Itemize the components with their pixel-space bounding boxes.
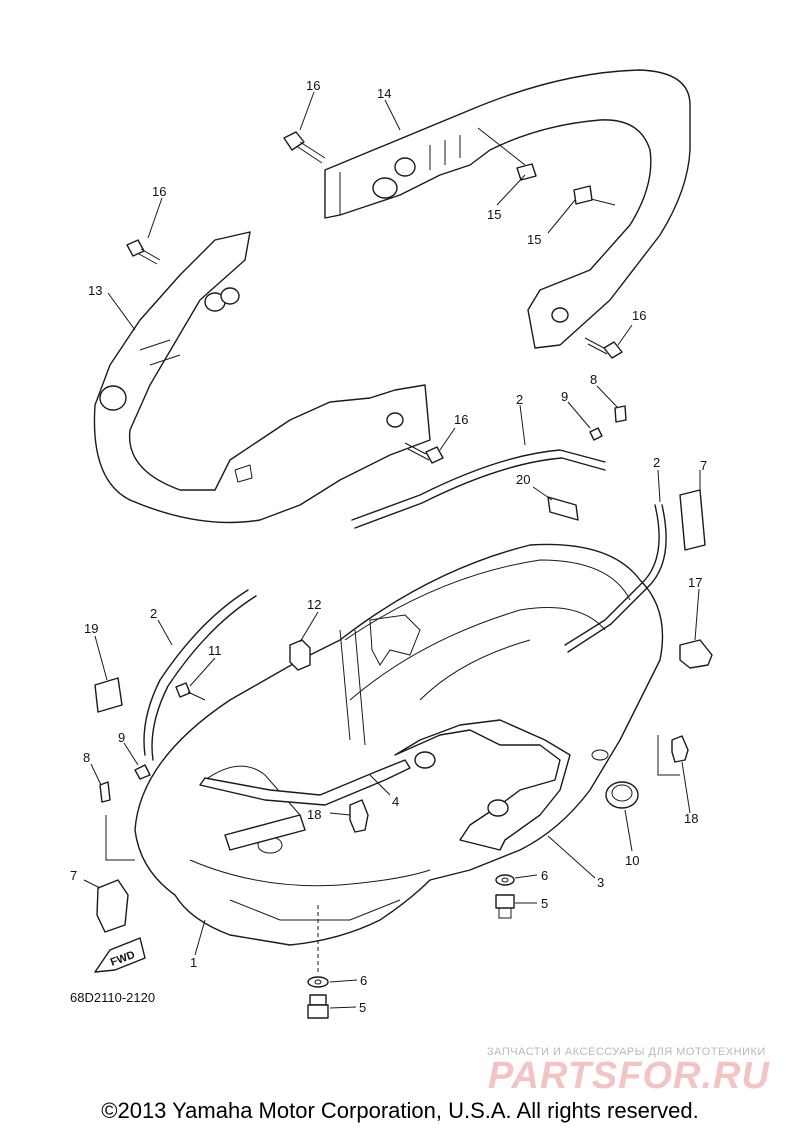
part-14-frame (324, 69, 691, 349)
callout-6: 6 (360, 973, 367, 988)
bolt-16-c (584, 337, 623, 359)
callout-3: 3 (597, 875, 604, 890)
callout-2: 2 (150, 606, 157, 621)
callout-2: 2 (516, 392, 523, 407)
bolt-5-a (495, 894, 515, 919)
part-8-plate-a (614, 405, 627, 423)
part-8-plate-b (99, 781, 111, 803)
part-18-clip-a (349, 799, 369, 833)
label-15-a (516, 163, 537, 181)
washer-6-b (307, 976, 329, 988)
watermark-logo: PARTSFOR.RU (488, 1055, 770, 1097)
label-19 (94, 677, 123, 713)
callout-16: 16 (152, 184, 166, 199)
callout-17: 17 (688, 575, 702, 590)
callout-12: 12 (307, 597, 321, 612)
fwd-arrow-icon: FWD (94, 937, 146, 973)
part-3-bracket (394, 719, 571, 851)
seal-2-a (351, 449, 606, 521)
callout-6: 6 (541, 868, 548, 883)
bolt-16-a (283, 131, 326, 164)
part-7-fitting-b (96, 879, 129, 933)
leader-lines (83, 91, 701, 1009)
callout-16: 16 (454, 412, 468, 427)
part-12-clip (289, 639, 311, 671)
part-1-bottom-cowling (134, 543, 664, 946)
callout-4: 4 (392, 794, 399, 809)
part-17-clip (679, 639, 713, 669)
copyright-notice: ©2013 Yamaha Motor Corporation, U.S.A. A… (101, 1098, 699, 1123)
callout-5: 5 (359, 1000, 366, 1015)
part-9-screw-a (589, 427, 603, 441)
callout-1: 1 (190, 955, 197, 970)
callout-20: 20 (516, 472, 530, 487)
callout-10: 10 (625, 853, 639, 868)
seal-2-c-inner (151, 595, 257, 761)
callout-16: 16 (632, 308, 646, 323)
callout-7: 7 (70, 868, 77, 883)
callout-15: 15 (487, 207, 501, 222)
bolt-5-b (307, 994, 329, 1019)
callout-2: 2 (653, 455, 660, 470)
callout-15: 15 (527, 232, 541, 247)
callout-5: 5 (541, 896, 548, 911)
callout-19: 19 (84, 621, 98, 636)
callout-11: 11 (208, 643, 222, 658)
watermark-tagline: ЗАПЧАСТИ И АКСЕССУАРЫ ДЛЯ МОТОТЕХНИКИ (487, 1046, 766, 1058)
part-4-bracket (199, 759, 411, 851)
grommet-10 (605, 781, 639, 809)
callout-18: 18 (684, 811, 698, 826)
part-7-fitting-a (679, 489, 706, 551)
label-15-b (573, 185, 593, 205)
callout-9: 9 (118, 730, 125, 745)
part-18-clip-b (671, 735, 689, 763)
seal-2-b (564, 504, 660, 646)
part-13-frame (93, 231, 431, 524)
callout-16: 16 (306, 78, 320, 93)
callout-13: 13 (88, 283, 102, 298)
seal-2-a-inner (354, 457, 606, 529)
bolt-16-b (126, 239, 161, 265)
seal-2-b-inner (567, 504, 667, 653)
bolt-16-d (404, 442, 444, 464)
part-11-shank (187, 691, 206, 701)
seal-2-c (143, 589, 249, 756)
label-20 (547, 496, 579, 521)
diagram-code: 68D2110-2120 (70, 990, 155, 1005)
watermark: ЗАПЧАСТИ И АКСЕССУАРЫ ДЛЯ МОТОТЕХНИКИ PA… (487, 1046, 770, 1097)
callout-9: 9 (561, 389, 568, 404)
washer-6-a (495, 874, 515, 886)
callout-8: 8 (590, 372, 597, 387)
callout-18: 18 (307, 807, 321, 822)
callout-14: 14 (377, 86, 391, 101)
part-9-screw-b (134, 764, 151, 780)
callout-8: 8 (83, 750, 90, 765)
part-11-screw (175, 682, 191, 698)
callout-7: 7 (700, 458, 707, 473)
callout-labels: 16 14 16 13 15 15 16 16 2 8 9 2 7 20 17 … (70, 78, 707, 1015)
